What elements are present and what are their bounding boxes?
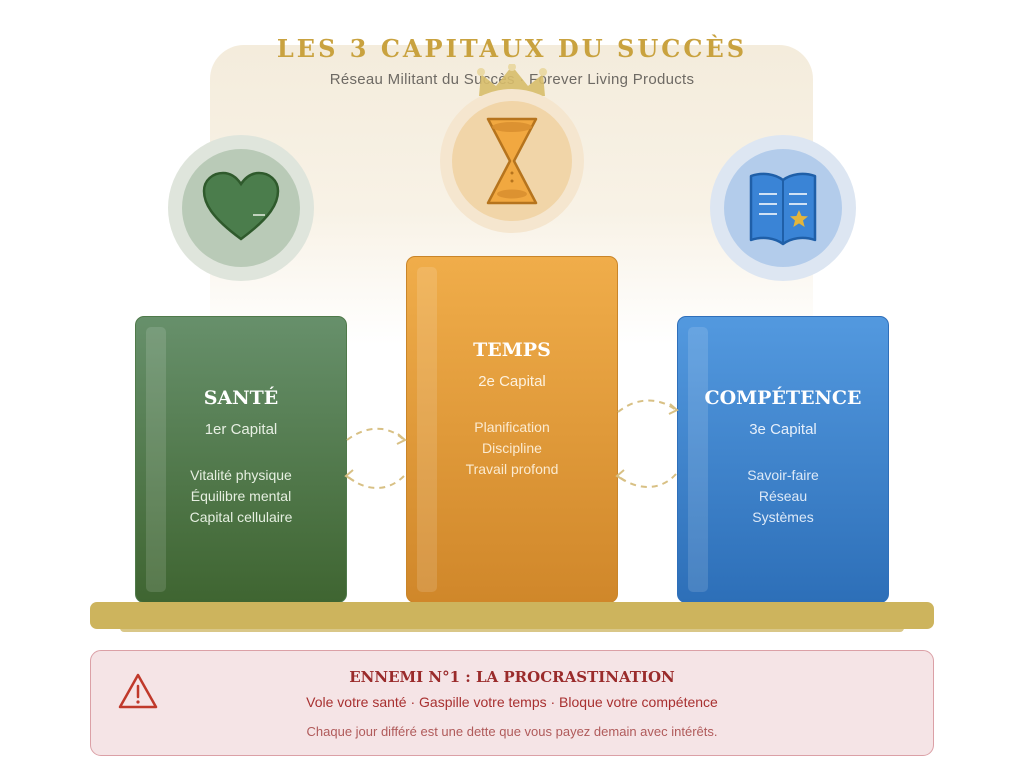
arrow-sante-to-temps (346, 427, 405, 441)
card-item: Équilibre mental (190, 488, 292, 504)
enemy-note: Chaque jour différé est une dette que vo… (306, 724, 718, 739)
enemy-panel: ENNEMI N°1 : LA PROCRASTINATION Vole vot… (90, 650, 934, 756)
book-icon (749, 172, 817, 246)
competence-badge (710, 135, 856, 281)
card-item: Savoir-faire (747, 467, 819, 483)
sante-badge (168, 135, 314, 281)
heart-icon (202, 171, 280, 241)
arrow-temps-to-sante (346, 475, 405, 489)
enemy-title: ENNEMI N°1 : LA PROCRASTINATION (349, 668, 675, 686)
enemy-subtitle: Vole votre santé · Gaspille votre temps … (306, 694, 718, 710)
card-item: Travail profond (465, 461, 559, 477)
card-item: Systèmes (752, 509, 814, 525)
card-highlight (146, 327, 166, 592)
card-rank: 2e Capital (478, 373, 546, 390)
card-item: Vitalité physique (190, 467, 292, 483)
arrow-temps-to-competence (617, 399, 677, 413)
card-rank: 1er Capital (204, 421, 278, 438)
card-competence: COMPÉTENCE 3e Capital Savoir-faire Résea… (677, 316, 889, 603)
warning-icon (118, 673, 158, 709)
card-item: Capital cellulaire (189, 509, 293, 525)
shelf (90, 602, 934, 629)
card-item: Réseau (758, 488, 808, 504)
card-title: SANTÉ (203, 387, 279, 409)
page-title: LES 3 CAPITAUX DU SUCCÈS (276, 34, 748, 63)
temps-badge (440, 89, 584, 233)
card-highlight (417, 267, 437, 592)
card-item: Planification (474, 419, 550, 435)
hourglass-icon (486, 117, 538, 205)
card-temps: TEMPS 2e Capital Planification Disciplin… (406, 256, 618, 603)
arrow-competence-to-temps (617, 473, 677, 488)
card-title: COMPÉTENCE (704, 387, 862, 409)
card-sante: SANTÉ 1er Capital Vitalité physique Équi… (135, 316, 347, 603)
card-item: Discipline (482, 440, 542, 456)
card-rank: 3e Capital (749, 421, 817, 438)
card-highlight (688, 327, 708, 592)
crown-icon (477, 64, 547, 96)
card-title: TEMPS (473, 339, 551, 361)
